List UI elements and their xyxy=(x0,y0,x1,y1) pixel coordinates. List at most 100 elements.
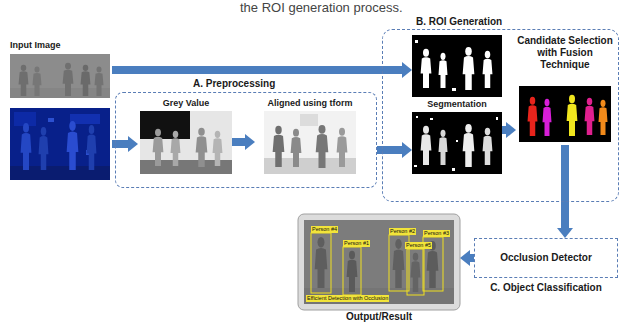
process-box: Occlusion Detector C. Object Classificati… xyxy=(474,238,618,310)
block-arrow xyxy=(460,250,474,266)
arrow-head xyxy=(402,142,412,158)
illustration-part xyxy=(343,247,361,295)
grey-value-image xyxy=(140,111,232,174)
illustration-part xyxy=(496,117,498,120)
candidate-image xyxy=(519,86,611,142)
block-arrow xyxy=(112,62,412,78)
illustration-part xyxy=(430,118,433,120)
block-arrow xyxy=(502,122,516,138)
illustration-part xyxy=(140,111,232,174)
arrow-shaft xyxy=(112,66,402,74)
arrow-shaft xyxy=(561,145,569,228)
illustration-part xyxy=(19,65,29,96)
illustration-part xyxy=(33,67,42,96)
stage-heading: C. Object Classification xyxy=(474,282,618,294)
illustration-part xyxy=(300,114,318,126)
illustration-part xyxy=(415,40,418,43)
illustration-part xyxy=(421,126,432,165)
illustration-part xyxy=(291,129,302,167)
illustration-part xyxy=(87,125,97,170)
illustration-part xyxy=(519,86,611,142)
illustration-part xyxy=(483,128,493,165)
illustration-part xyxy=(67,121,79,170)
illustration-part xyxy=(171,131,181,166)
arrow-shaft xyxy=(232,138,245,146)
output-image xyxy=(298,214,460,310)
panel-heading: Segmentation xyxy=(412,99,502,110)
illustration-part xyxy=(337,128,348,167)
illustration-part xyxy=(439,53,448,88)
illustration-part xyxy=(10,54,110,98)
input-thermal-image xyxy=(10,54,110,98)
illustration-part xyxy=(411,253,421,292)
illustration-part xyxy=(95,67,104,96)
image-panel: Grey Value xyxy=(140,98,232,174)
stage-heading: B. ROI Generation xyxy=(416,16,596,28)
illustration-part xyxy=(463,47,475,90)
block-arrow xyxy=(232,134,255,150)
illustration-part xyxy=(63,63,74,96)
stage-heading: A. Preprocessing xyxy=(193,78,343,90)
illustration-part xyxy=(347,251,358,292)
arrow-head xyxy=(245,134,255,150)
illustration-part xyxy=(21,123,32,170)
illustration-part xyxy=(273,126,285,167)
illustration-part xyxy=(311,233,331,293)
image-panel: Aligned using tform xyxy=(255,98,365,174)
segmentation-mask xyxy=(412,35,502,97)
illustration-part xyxy=(416,116,418,118)
illustration-part xyxy=(140,111,190,139)
panel-heading: Grey Value xyxy=(140,98,232,109)
detection-tag: Efficient Detection with Occlusion xyxy=(306,295,389,302)
illustration-part xyxy=(298,214,460,310)
stage-region: A. PreprocessingGrey Value Aligned using … xyxy=(115,78,377,188)
arrow-head xyxy=(506,122,516,138)
illustration-part xyxy=(81,65,91,96)
illustration-part xyxy=(407,249,424,295)
illustration-part xyxy=(10,108,110,180)
arrow-head xyxy=(460,250,470,266)
illustration-part xyxy=(439,130,448,165)
illustration-part xyxy=(412,112,502,174)
illustration-part xyxy=(567,95,578,136)
illustration-part xyxy=(483,51,493,88)
illustration-part xyxy=(585,98,595,135)
illustration-part xyxy=(463,124,475,167)
panel-heading: Aligned using tform xyxy=(255,98,365,109)
arrow-head xyxy=(402,62,412,78)
arrow-shaft xyxy=(377,146,402,154)
illustration-part xyxy=(393,239,405,288)
illustration-part xyxy=(48,118,54,122)
illustration-part xyxy=(39,127,49,170)
illustration-part xyxy=(213,131,223,166)
illustration-part xyxy=(412,35,502,97)
illustration-part xyxy=(315,237,328,288)
illustration-part xyxy=(421,49,432,88)
illustration-part xyxy=(456,140,458,142)
arrow-head xyxy=(557,228,573,238)
aligned-image xyxy=(264,111,356,174)
illustration-part xyxy=(543,99,552,136)
image-panel: Candidate Selection with Fusion Techniqu… xyxy=(516,35,614,145)
process-label: Occlusion Detector xyxy=(474,238,618,278)
illustration-part xyxy=(599,100,608,135)
illustration-part xyxy=(452,168,455,171)
detection-tag: Person #3 xyxy=(423,230,450,237)
illustration-part xyxy=(316,125,329,168)
detection-tag: Person #5 xyxy=(405,242,432,249)
detection-tag: Person #1 xyxy=(343,240,370,247)
detection-tag: Person #4 xyxy=(311,226,338,233)
stage-region: B. ROI GenerationSegmentation Candidate S… xyxy=(382,16,619,202)
detection-tag: Person #2 xyxy=(389,228,416,235)
illustration-part xyxy=(196,128,208,167)
panel-heading: Output/Result xyxy=(298,311,460,323)
page-text: the ROI generation process. xyxy=(240,0,403,16)
panel-heading: Input Image xyxy=(10,40,112,51)
segmentation-mask xyxy=(412,112,502,174)
panel-heading: Candidate Selection with Fusion Techniqu… xyxy=(516,35,614,71)
illustration-part xyxy=(128,136,138,152)
illustration-part xyxy=(304,220,454,304)
